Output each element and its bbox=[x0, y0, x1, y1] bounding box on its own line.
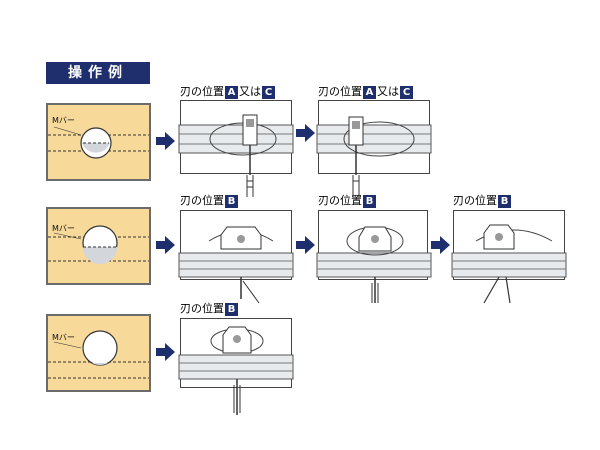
cut-step-drawing-2 bbox=[316, 116, 432, 197]
cut-step-drawing-3 bbox=[178, 226, 294, 304]
right-arrow-icon bbox=[156, 343, 175, 361]
mbar-panel-1: Mバー bbox=[46, 103, 151, 181]
position-c-badge: C bbox=[262, 86, 275, 99]
mbar-panel-1-drawing bbox=[48, 126, 149, 159]
cut-step-frame-2 bbox=[316, 100, 432, 197]
cut-step-drawing-5 bbox=[451, 224, 567, 304]
mbar-label-2: Mバー bbox=[52, 224, 75, 233]
mbar-panel-2-drawing bbox=[48, 225, 149, 264]
mbar-label-1: Mバー bbox=[52, 116, 75, 125]
position-c-badge: C bbox=[400, 86, 413, 99]
right-arrow-icon bbox=[156, 132, 175, 150]
example-title: 操作例 bbox=[46, 62, 150, 84]
right-arrow-icon bbox=[156, 236, 175, 254]
caption-text: 刃の位置 bbox=[453, 194, 497, 207]
mbar-panel-2: Mバー bbox=[46, 207, 151, 285]
right-arrow-icon bbox=[431, 236, 450, 254]
right-arrow-icon bbox=[296, 236, 315, 254]
cut-step-frame-4 bbox=[316, 210, 432, 303]
cut-step-frame-6 bbox=[178, 318, 294, 415]
caption-text: 刃の位置 bbox=[180, 194, 224, 207]
right-arrow-icon bbox=[296, 124, 315, 142]
position-b-badge: B bbox=[498, 195, 511, 208]
cut-step-frame-5 bbox=[451, 210, 567, 304]
mbar-panel-3-drawing bbox=[48, 330, 149, 379]
caption-text: 刃の位置 bbox=[318, 85, 362, 98]
position-b-badge: B bbox=[363, 195, 376, 208]
position-b-badge: B bbox=[225, 303, 238, 316]
cut-step-frame-1 bbox=[178, 100, 294, 197]
caption-text: 刃の位置 bbox=[318, 194, 362, 207]
caption-connector: 又は bbox=[239, 85, 261, 98]
caption-text: 刃の位置 bbox=[180, 85, 224, 98]
position-a-badge: A bbox=[363, 86, 376, 99]
position-a-badge: A bbox=[225, 86, 238, 99]
caption-connector: 又は bbox=[377, 85, 399, 98]
position-b-badge: B bbox=[225, 195, 238, 208]
cut-step-drawing-6 bbox=[178, 326, 294, 415]
cut-step-drawing-4 bbox=[316, 226, 432, 303]
cut-step-drawing-1 bbox=[178, 114, 294, 197]
caption-text: 刃の位置 bbox=[180, 302, 224, 315]
mbar-label-3: Mバー bbox=[52, 333, 75, 342]
mbar-panel-3: Mバー bbox=[46, 314, 151, 392]
cut-step-frame-3 bbox=[178, 210, 294, 304]
